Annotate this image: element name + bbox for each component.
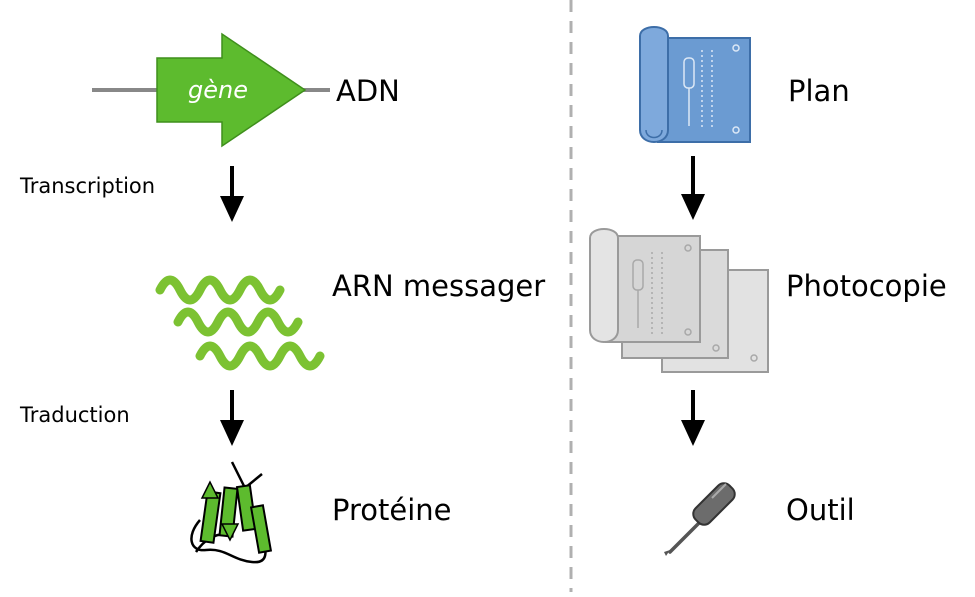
photocopy-label: Photocopie: [786, 269, 947, 303]
gene-arrow: [156, 32, 307, 148]
gene-label: gène: [188, 76, 248, 104]
transcription-arrowhead: [220, 196, 244, 222]
blueprint-label: Plan: [788, 74, 850, 108]
transcription-label: Transcription: [19, 174, 155, 198]
blueprint-icon: [639, 26, 751, 143]
dna-label: ADN: [336, 74, 400, 108]
screwdriver-icon: [664, 482, 736, 556]
mrna-waves-icon: [160, 280, 320, 366]
protein-icon: [190, 461, 273, 564]
tool-label: Outil: [786, 493, 855, 527]
make-tool-arrowhead: [681, 420, 705, 446]
copy-arrowhead: [681, 194, 705, 220]
protein-label: Protéine: [332, 493, 452, 527]
translation-label: Traduction: [19, 403, 130, 427]
translation-arrowhead: [220, 420, 244, 446]
mrna-label: ARN messager: [332, 269, 545, 303]
photocopy-stack-icon: [589, 228, 769, 373]
